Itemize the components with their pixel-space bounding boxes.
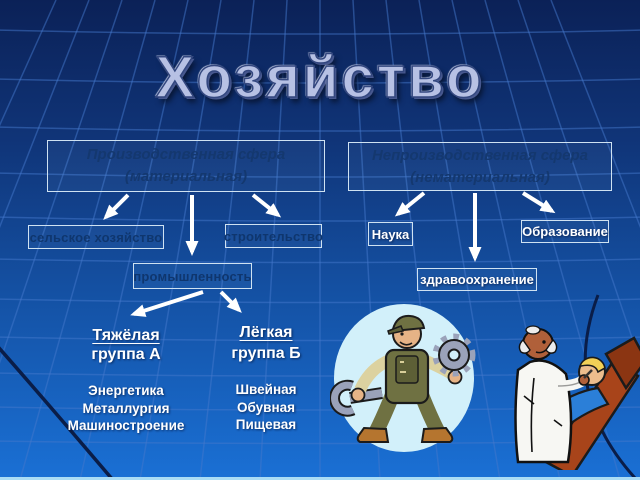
heavy-item: Энергетика (88, 383, 164, 398)
light-item: Пищевая (235, 417, 297, 432)
heavy-item: Металлургия (82, 400, 170, 416)
light-industry-group: группа Б (231, 345, 301, 362)
heavy-industry-items: Энергетика Металлургия Машиностроение (46, 382, 206, 435)
light-item: Обувная (236, 399, 295, 415)
industry-label: промышленность (133, 268, 252, 284)
box-healthcare: здравоохранение (417, 268, 537, 291)
box-construction: строительство (223, 224, 324, 248)
heavy-industry-group: группа А (91, 346, 161, 363)
box-science: Наука (368, 222, 413, 246)
nonproduction-sphere-title: Непроизводственная сфера (371, 146, 589, 164)
agriculture-label: сельское хозяйство (29, 229, 163, 245)
construction-label: строительство (223, 228, 324, 244)
box-production-sphere: Производственная сфера (материальная) (47, 140, 325, 192)
box-nonproduction-sphere: Непроизводственная сфера (нематериальная… (348, 142, 612, 191)
light-industry-items: Швейная Обувная Пищевая (216, 381, 316, 434)
heavy-item: Машиностроение (67, 418, 185, 433)
light-item: Швейная (235, 382, 297, 397)
healthcare-label: здравоохранение (420, 272, 534, 287)
science-label: Наука (371, 226, 410, 242)
box-agriculture: сельское хозяйство (28, 225, 164, 249)
bottom-light-strip (0, 477, 640, 480)
heavy-industry-title: Тяжёлая (76, 327, 176, 345)
box-education: Образование (521, 220, 609, 243)
light-industry-name: Лёгкая (239, 324, 293, 341)
nonproduction-sphere-subtitle: (нематериальная) (410, 168, 550, 186)
production-sphere-subtitle: (материальная) (124, 168, 248, 185)
heavy-industry-name: Тяжёлая (92, 327, 160, 344)
box-industry: промышленность (133, 263, 252, 289)
slide-title: Хозяйство (155, 44, 485, 111)
production-sphere-title: Производственная сфера (86, 146, 286, 163)
education-label: Образование (522, 224, 608, 239)
light-industry-title: Лёгкая (216, 324, 316, 342)
